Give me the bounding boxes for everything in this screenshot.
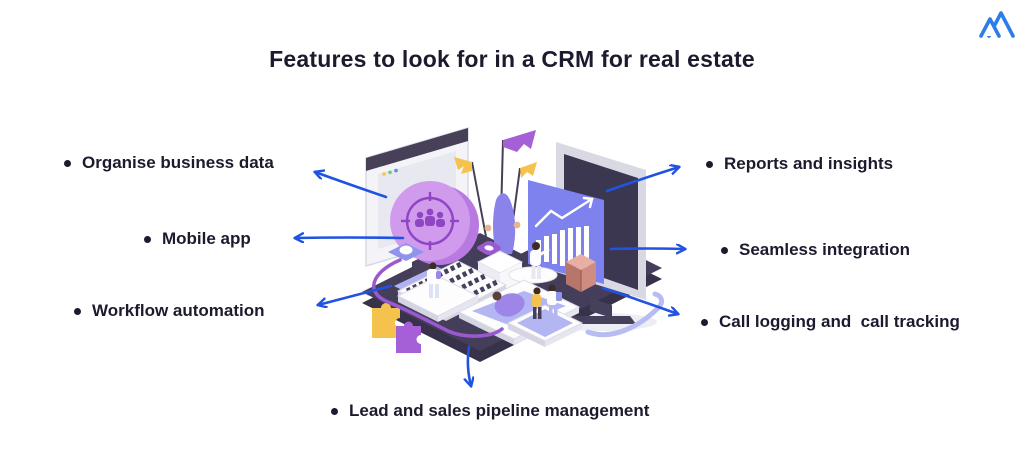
feature-label: Reports and insights (724, 154, 894, 173)
puzzle-piece-purple (396, 321, 421, 353)
person-yellow-shirt (532, 287, 542, 319)
bullet-dot (331, 407, 338, 415)
bullet-dot (721, 246, 728, 254)
mountain-logo-icon (979, 11, 1015, 38)
parcel-box (566, 254, 596, 292)
feature-label: Lead and sales pipeline management (349, 401, 650, 420)
feature-label: Workflow automation (92, 301, 265, 320)
target-audience-disc (390, 181, 479, 265)
feature-label: Mobile app (162, 229, 251, 248)
arrow-workflow-automation (318, 284, 393, 305)
person-presenting (508, 242, 558, 284)
arrow-call-logging (601, 286, 678, 314)
feature-reports-and-insights: Reports and insights (706, 154, 893, 174)
arrow-reports-insights (605, 167, 679, 193)
feature-label: Organise business data (82, 153, 274, 172)
annotation-arrows (295, 167, 685, 386)
bullet-dot (64, 159, 71, 167)
bullet-dot (74, 307, 81, 315)
bullet-dot (701, 318, 708, 326)
feature-label: Call logging and call tracking (719, 312, 960, 331)
person-standing (427, 262, 441, 298)
arrow-mobile-app (295, 238, 405, 239)
team-pad (506, 284, 584, 347)
arrow-organise-business-data (315, 172, 388, 199)
feature-label: Seamless integration (739, 240, 911, 259)
arrow-seamless-integration (609, 249, 685, 250)
bullet-dot (706, 160, 713, 168)
feature-organise-business-data: Organise business data (64, 153, 274, 173)
page-title: Features to look for in a CRM for real e… (269, 46, 755, 72)
app-tile-icon (476, 240, 502, 256)
feature-lead-sales-pipeline: Lead and sales pipeline management (331, 401, 649, 421)
mouse-icon (388, 243, 424, 261)
person-reclining (494, 293, 525, 317)
arrow-lead-pipeline (468, 345, 471, 386)
puzzle-piece-yellow (372, 303, 400, 338)
workflow-corner (372, 262, 480, 353)
trend-arrow (534, 197, 594, 228)
feature-workflow-automation: Workflow automation (74, 301, 265, 321)
feature-seamless-integration: Seamless integration (721, 240, 910, 260)
person-with-tablet (547, 284, 562, 318)
feature-mobile-app: Mobile app (144, 229, 251, 249)
feature-call-logging-tracking: Call logging and call tracking (701, 312, 960, 332)
bullet-dot (144, 235, 151, 243)
